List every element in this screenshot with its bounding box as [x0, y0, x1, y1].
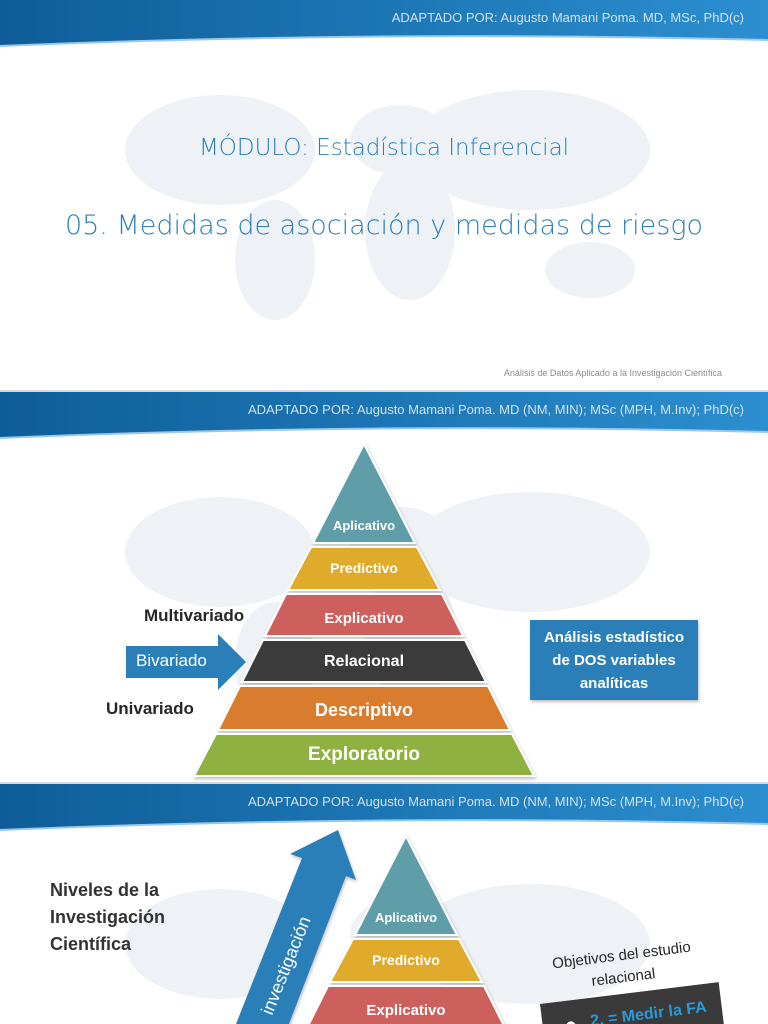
footer-text: Análisis de Datos Aplicado a la Investig…: [503, 368, 722, 378]
header-banner: [0, 784, 768, 831]
pyramid-tier-predictivo: [286, 546, 442, 591]
niveles-title: Niveles de la Investigación Científica: [50, 877, 165, 958]
tier-label: Aplicativo: [375, 910, 437, 925]
slide-title: ADAPTADO POR: Augusto Mamani Poma. MD, M…: [0, 0, 768, 390]
tier-label: Explicativo: [324, 610, 403, 627]
objetivos-line: Objetivos del estudio: [551, 939, 691, 973]
header-banner: [0, 0, 768, 47]
pyramid-tier-aplicativo: [311, 441, 417, 544]
objective-box: [540, 982, 725, 1024]
pyramid-tier-explicativo: [263, 593, 465, 637]
module-title: MÓDULO: Estadística Inferencial: [198, 135, 570, 161]
niveles-line: Niveles de la: [50, 880, 160, 900]
tier-label: Predictivo: [330, 560, 398, 576]
bivariado-arrow: [126, 634, 246, 690]
lesson-title: 05. Medidas de asociación y medidas de r…: [64, 210, 704, 241]
multivariado-label: Multivariado: [144, 606, 245, 625]
tier-label: Descriptivo: [315, 700, 413, 720]
bivariado-label: Bivariado: [136, 651, 207, 670]
slide-separator: [0, 782, 768, 784]
investigacion-arrow: [236, 830, 356, 1024]
tier-label: Aplicativo: [333, 518, 395, 533]
univariado-label: Univariado: [106, 699, 194, 718]
tier-label: Predictivo: [372, 952, 440, 968]
tier-label: Relacional: [324, 653, 404, 670]
pyramid-tier-exploratorio: [192, 733, 536, 777]
tier-label: Exploratorio: [308, 744, 420, 765]
header-author: ADAPTADO POR: Augusto Mamani Poma. MD (N…: [248, 402, 744, 417]
info-line: analíticas: [579, 674, 649, 692]
pyramid-tier-descriptivo: [216, 685, 512, 731]
level-pyramid: Aplicativo Predictivo Explicativo Relaci…: [126, 441, 536, 777]
niveles-line: Investigación: [50, 907, 166, 927]
header-banner: [0, 392, 768, 439]
world-map-watermark: [125, 90, 650, 320]
info-box: Análisis estadístico de DOS variables an…: [530, 620, 698, 700]
niveles-line: Científica: [50, 934, 132, 954]
info-line: de DOS variables: [552, 651, 676, 669]
slide-separator: [0, 390, 768, 392]
info-line: Análisis estadístico: [543, 628, 685, 646]
slide-pyramid: ADAPTADO POR: Augusto Mamani Poma. MD (N…: [0, 392, 768, 782]
tier-label: Explicativo: [366, 1002, 445, 1019]
slide-niveles: ADAPTADO POR: Augusto Mamani Poma. MD (N…: [0, 784, 768, 1024]
objetivos-line: relacional: [591, 965, 657, 990]
pyramid-tier-predictivo: [328, 938, 484, 983]
header-author: ADAPTADO POR: Augusto Mamani Poma. MD, M…: [391, 10, 744, 25]
pyramid-tier-relacional: [240, 639, 488, 683]
niveles-graphic: investigación Aplicativo Predictivo Expl…: [236, 830, 725, 1024]
pyramid-tier-explicativo: [307, 985, 505, 1024]
header-author: ADAPTADO POR: Augusto Mamani Poma. MD (N…: [248, 794, 744, 809]
pyramid-tier-aplicativo: [353, 833, 459, 936]
